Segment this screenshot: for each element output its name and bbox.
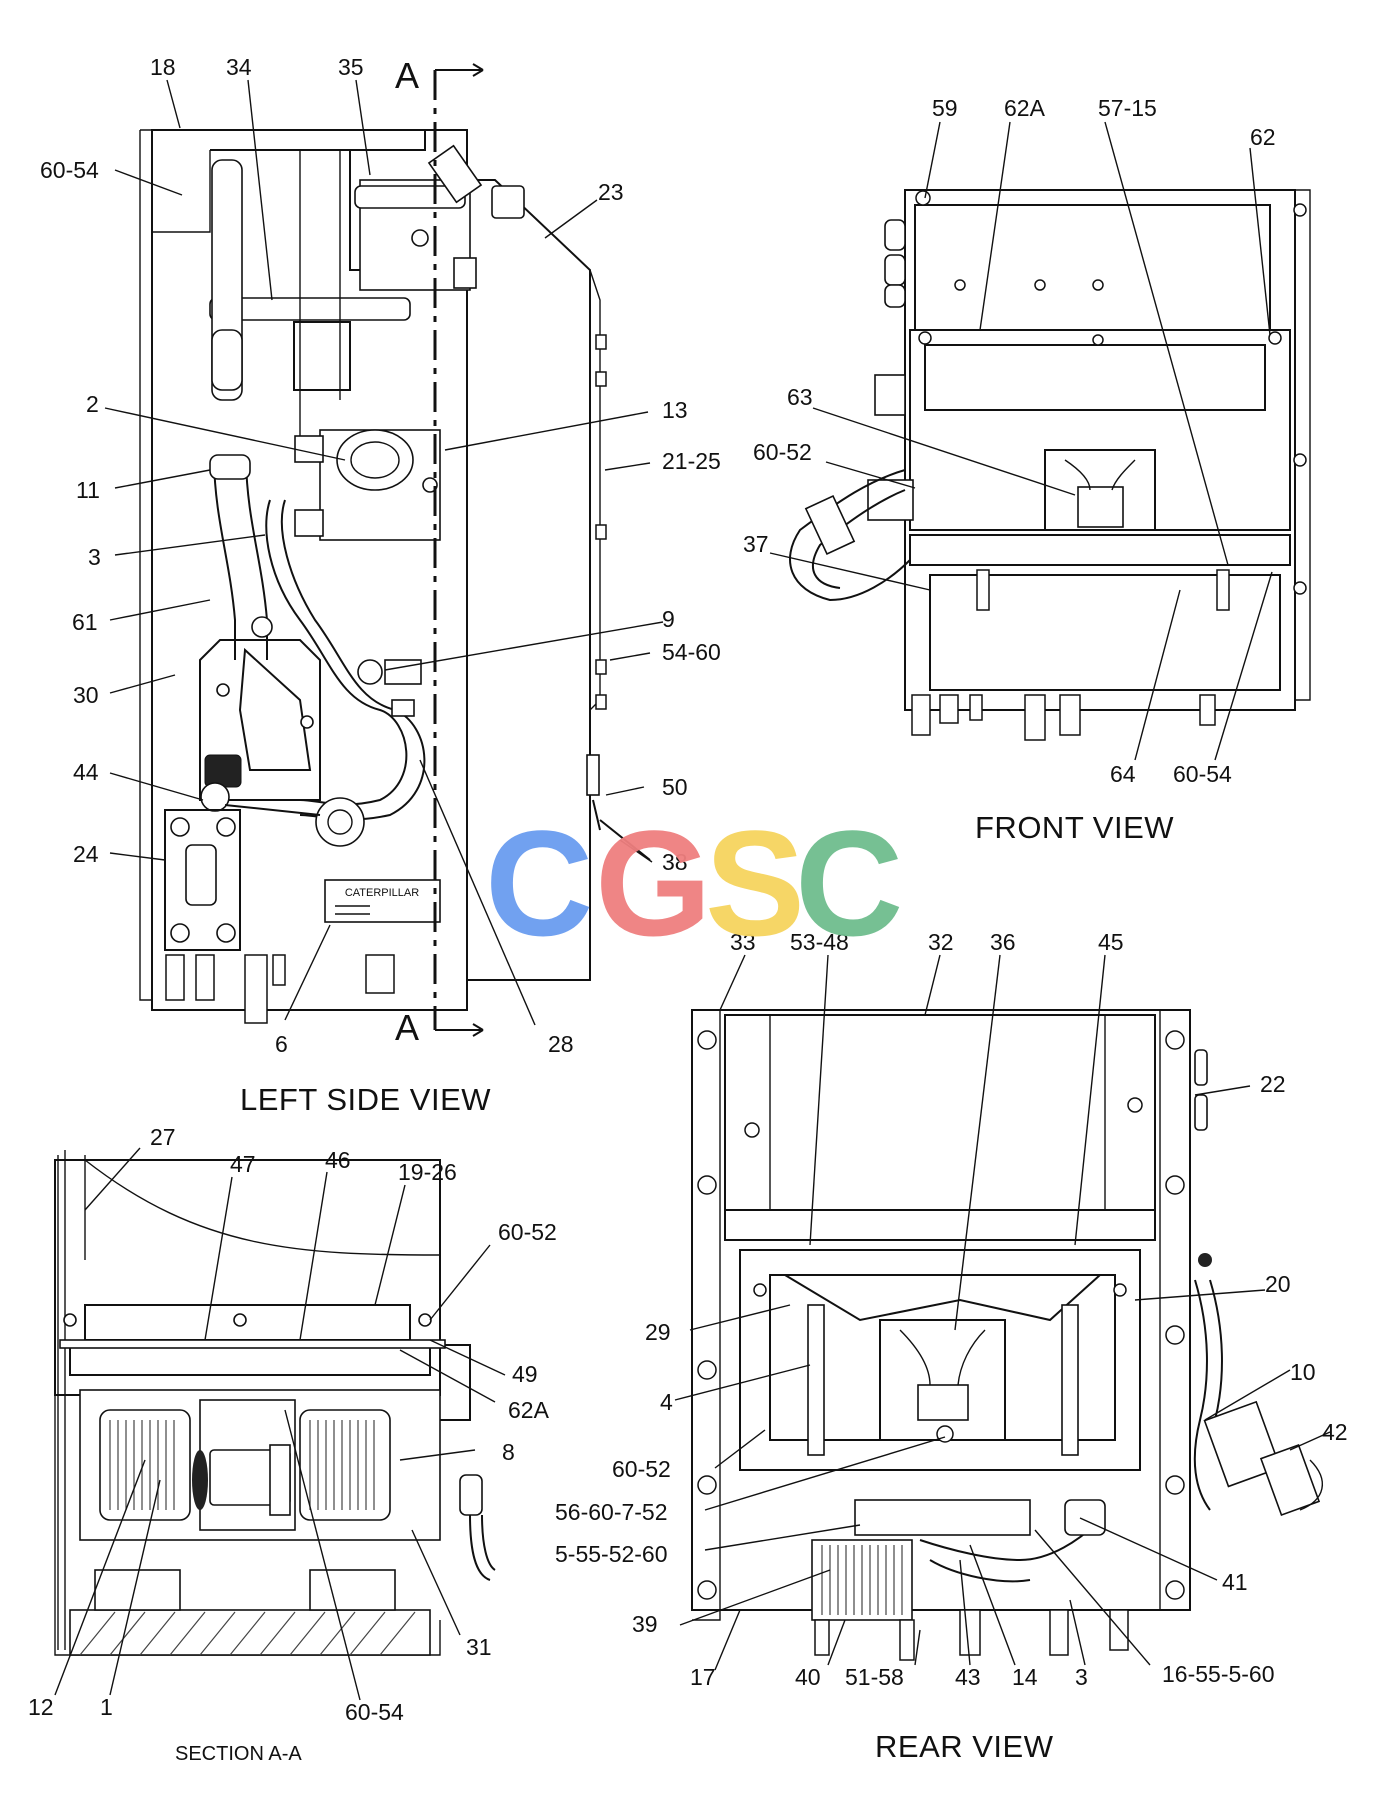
- front-view-title: FRONT VIEW: [975, 810, 1174, 845]
- left-side-callouts: 18 34 35 60-54 23 2 13 11 21-25 3 61 9 5…: [40, 54, 721, 1057]
- callout-label: 34: [226, 54, 252, 80]
- section-aa-callouts: 27 47 46 19-26 60-52 49 62A 8 31 12 1 60…: [28, 1124, 557, 1725]
- callout-label: 60-54: [40, 157, 99, 183]
- callout-label: 63: [787, 384, 813, 410]
- callout-label: 28: [548, 1031, 574, 1057]
- left-side-view: CATERPILLAR A A: [40, 54, 721, 1117]
- callout-label: 27: [150, 1124, 176, 1150]
- callout-label: 11: [76, 477, 100, 503]
- callout-label: 45: [1098, 929, 1124, 955]
- callout-label: 10: [1290, 1359, 1316, 1385]
- callout-label: 14: [1012, 1664, 1038, 1690]
- callout-label: 3: [1075, 1664, 1088, 1690]
- callout-label: 22: [1260, 1071, 1286, 1097]
- watermark-letter: C: [795, 799, 903, 967]
- callout-label: 32: [928, 929, 954, 955]
- callout-label: 38: [662, 849, 688, 875]
- watermark-letter: C: [485, 799, 593, 967]
- watermark-letter: S: [705, 799, 805, 967]
- section-a-a-view: 27 47 46 19-26 60-52 49 62A 8 31 12 1 60…: [28, 1124, 557, 1765]
- callout-label: 36: [990, 929, 1016, 955]
- callout-label: 24: [73, 841, 99, 867]
- callout-label: 57-15: [1098, 95, 1157, 121]
- callout-label: 44: [73, 759, 99, 785]
- callout-label: 2: [86, 391, 99, 417]
- watermark-letter: G: [595, 799, 712, 967]
- callout-label: 3: [88, 544, 101, 570]
- section-mark-a-bottom: A: [395, 1007, 419, 1048]
- section-mark-a-top: A: [395, 55, 419, 96]
- callout-label: 60-52: [753, 439, 812, 465]
- callout-label: 60-54: [1173, 761, 1232, 787]
- callout-label: 5-55-52-60: [555, 1541, 668, 1567]
- callout-label: 1: [100, 1694, 113, 1720]
- callout-label: 56-60-7-52: [555, 1499, 668, 1525]
- callout-label: 50: [662, 774, 688, 800]
- callout-label: 62: [1250, 124, 1276, 150]
- callout-label: 30: [73, 682, 99, 708]
- callout-label: 60-52: [498, 1219, 557, 1245]
- callout-label: 51-58: [845, 1664, 904, 1690]
- callout-label: 6: [275, 1031, 288, 1057]
- callout-label: 43: [955, 1664, 981, 1690]
- callout-label: 53-48: [790, 929, 849, 955]
- callout-label: 46: [325, 1147, 351, 1173]
- callout-label: 60-54: [345, 1699, 404, 1725]
- section-aa-title: SECTION A-A: [175, 1743, 302, 1765]
- nameplate-brand: CATERPILLAR: [345, 887, 419, 899]
- callout-label: 40: [795, 1664, 821, 1690]
- callout-label: 54-60: [662, 639, 721, 665]
- callout-label: 62A: [1004, 95, 1046, 121]
- callout-label: 18: [150, 54, 176, 80]
- left-side-view-title: LEFT SIDE VIEW: [240, 1082, 491, 1117]
- callout-label: 9: [662, 606, 675, 632]
- watermark-logo: C G S C: [485, 799, 903, 967]
- rear-view: 33 53-48 32 36 45 22 20 29 10 4 42 60-52…: [555, 929, 1348, 1764]
- callout-label: 42: [1322, 1419, 1348, 1445]
- callout-label: 31: [466, 1634, 492, 1660]
- front-view: 59 62A 57-15 62 63 60-52 37 64 60-54 FRO…: [743, 95, 1311, 845]
- callout-label: 47: [230, 1151, 256, 1177]
- callout-label: 37: [743, 531, 769, 557]
- callout-label: 19-26: [398, 1159, 457, 1185]
- callout-label: 13: [662, 397, 688, 423]
- callout-label: 4: [660, 1389, 673, 1415]
- rear-callouts: 33 53-48 32 36 45 22 20 29 10 4 42 60-52…: [555, 929, 1348, 1690]
- callout-label: 60-52: [612, 1456, 671, 1482]
- rear-view-title: REAR VIEW: [875, 1729, 1054, 1764]
- callout-label: 41: [1222, 1569, 1248, 1595]
- callout-label: 29: [645, 1319, 671, 1345]
- callout-label: 59: [932, 95, 958, 121]
- callout-label: 35: [338, 54, 364, 80]
- callout-label: 17: [690, 1664, 716, 1690]
- callout-label: 21-25: [662, 448, 721, 474]
- callout-label: 64: [1110, 761, 1136, 787]
- front-callouts: 59 62A 57-15 62 63 60-52 37 64 60-54: [743, 95, 1276, 787]
- callout-label: 39: [632, 1611, 658, 1637]
- callout-label: 16-55-5-60: [1162, 1661, 1275, 1687]
- callout-label: 62A: [508, 1397, 550, 1423]
- callout-label: 33: [730, 929, 756, 955]
- callout-label: 20: [1265, 1271, 1291, 1297]
- callout-label: 61: [72, 609, 98, 635]
- callout-label: 23: [598, 179, 624, 205]
- callout-label: 49: [512, 1361, 538, 1387]
- callout-label: 12: [28, 1694, 54, 1720]
- callout-label: 8: [502, 1439, 515, 1465]
